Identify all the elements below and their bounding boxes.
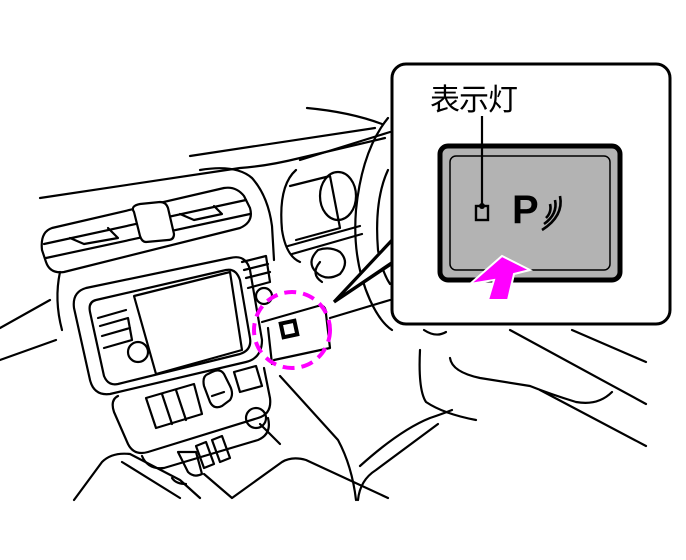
center-display-unit [72,254,274,396]
climate-controls [111,364,272,455]
parking-sensor-icon [541,195,562,232]
parking-assist-button [437,143,623,283]
parking-switch-small [278,318,300,340]
press-arrow-icon [466,254,533,301]
highlight-circle [252,290,332,370]
indicator-label: 表示灯 [430,83,518,118]
indicator-light-icon [474,204,490,222]
parking-p-symbol: P [512,188,539,232]
instrument-cluster [280,168,364,284]
dashboard-top-edge [38,106,392,200]
floor-seat-lines [0,298,648,502]
dash-panel-outline [56,167,276,332]
steering-wheel [354,116,394,332]
center-air-vent [40,186,252,274]
